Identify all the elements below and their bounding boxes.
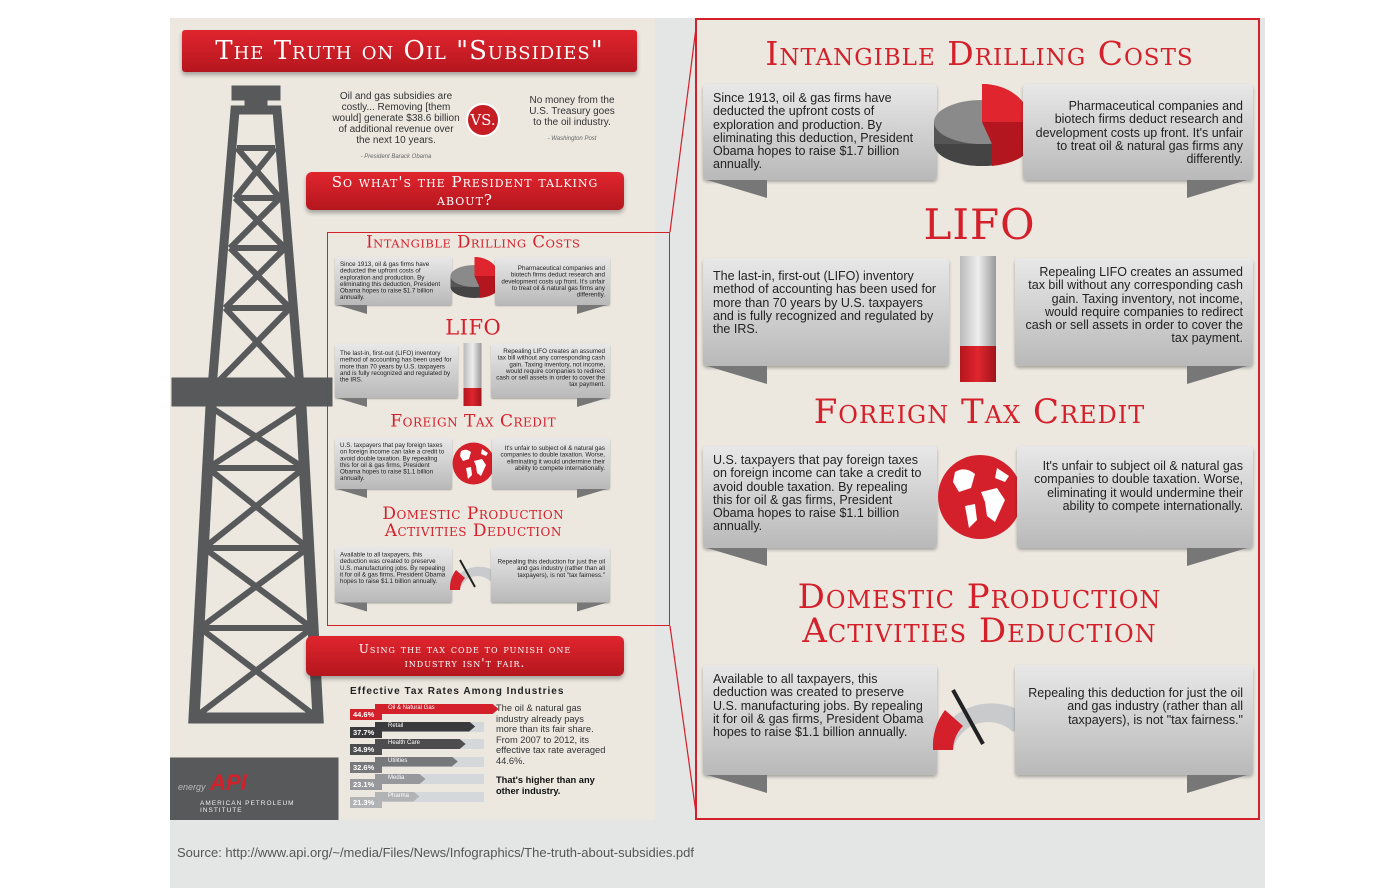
lifo-right-box: Repealing LIFO creates an assumed tax bi… — [1015, 258, 1253, 366]
quote-text: No money from the U.S. Treasury goes to … — [529, 95, 615, 128]
idc-left-box: Since 1913, oil & gas firms have deducte… — [335, 257, 452, 305]
thermometer-icon — [463, 343, 482, 406]
poster-left: energy API AMERICAN PETROLEUM INSTITUTE — [170, 18, 655, 820]
bar-label: Pharma — [388, 792, 410, 799]
lifo-right-box: Repealing LIFO creates an assumed tax bi… — [491, 344, 610, 398]
pie-chart-icon — [934, 84, 1031, 166]
bar-label: Utilities — [388, 757, 408, 764]
lifo-left-box: The last-in, first-out (LIFO) inventory … — [335, 344, 458, 398]
question-banner: So what's the President talking about? — [306, 172, 624, 210]
idc-title: Intangible Drilling Costs — [765, 34, 1194, 73]
bar-label: Oil & Natural Gas — [388, 705, 435, 711]
bar-value: 37.7% — [350, 726, 382, 738]
dpad-title-line2: Activities Deduction — [384, 520, 562, 541]
detail-content: Intangible Drilling Costs Since 1913, oi… — [697, 20, 1258, 818]
source-citation: Source: http://www.api.org/~/media/Files… — [177, 845, 694, 860]
ribbon-tail — [577, 305, 607, 314]
vs-text: VS. — [470, 111, 496, 129]
quote-obama: Oil and gas subsidies are costly... Remo… — [332, 91, 460, 163]
ribbon-tail — [707, 366, 767, 384]
fair-banner: Using the tax code to punish one industr… — [306, 636, 624, 676]
dpad-right-box: Repealing this deduction for just the oi… — [491, 547, 610, 603]
bar-value: 23.1% — [350, 779, 382, 790]
dpad-title: Domestic Production Activities Deduction — [332, 505, 615, 539]
idc-right-box: Pharmaceutical companies and biotech fir… — [1023, 84, 1253, 180]
globe-icon — [452, 442, 495, 485]
ribbon-tail — [337, 602, 367, 612]
ftc-right-box: It's unfair to subject oil & natural gas… — [492, 438, 610, 489]
bar — [375, 792, 419, 802]
poster-title: The Truth on Oil "Subsidies" — [215, 36, 604, 66]
ribbon-tail — [577, 398, 607, 407]
logo-mark: API — [209, 770, 247, 795]
ribbon-tail — [577, 489, 607, 498]
ribbon-tail — [1187, 775, 1247, 793]
quote-text: Oil and gas subsidies are costly... Remo… — [332, 91, 460, 146]
bar — [375, 739, 466, 749]
dpad-left-box: Available to all taxpayers, this deducti… — [335, 547, 452, 603]
ftc-left-box: U.S. taxpayers that pay foreign taxes on… — [703, 446, 937, 548]
dpad-left-box: Available to all taxpayers, this deducti… — [703, 665, 937, 775]
logo-org: AMERICAN PETROLEUM INSTITUTE — [200, 800, 295, 814]
bar-track — [380, 791, 484, 802]
bar — [375, 722, 475, 732]
idc-left-box: Since 1913, oil & gas firms have deducte… — [703, 84, 937, 180]
bar-value: 32.6% — [350, 761, 382, 773]
oil-derrick-icon — [170, 85, 339, 820]
gauge-icon — [449, 559, 500, 590]
ftc-title: Foreign Tax Credit — [390, 411, 557, 431]
gauge-icon — [932, 689, 1033, 750]
lifo-title: LIFO — [445, 315, 502, 340]
lifo-left-box: The last-in, first-out (LIFO) inventory … — [703, 258, 949, 366]
bar-track — [380, 774, 484, 784]
globe-icon — [938, 455, 1022, 539]
ftc-title: Foreign Tax Credit — [813, 392, 1146, 432]
logo-word: energy — [178, 782, 206, 792]
bar-value: 34.9% — [350, 744, 382, 755]
ribbon-tail — [1187, 180, 1247, 198]
lifo-title: LIFO — [923, 200, 1036, 249]
idc-title: Intangible Drilling Costs — [366, 232, 581, 252]
ribbon-tail — [1187, 366, 1247, 384]
ribbon-tail — [577, 602, 607, 612]
dpad-title-line1: Domestic Production — [797, 577, 1162, 617]
ftc-right-box: It's unfair to subject oil & natural gas… — [1017, 446, 1253, 548]
ribbon-tail — [707, 775, 767, 793]
dpad-title: Domestic Production Activities Deduction — [697, 577, 1258, 651]
ribbon-tail — [337, 489, 367, 498]
bar — [375, 774, 426, 784]
dpad-title-line1: Domestic Production — [382, 503, 565, 524]
api-logo: energy API AMERICAN PETROLEUM INSTITUTE — [178, 770, 338, 814]
bar-label: Retail — [388, 722, 404, 729]
poster-title-banner: The Truth on Oil "Subsidies" — [182, 30, 637, 72]
question-text: So what's the President talking about? — [331, 173, 599, 209]
mini-summary-box: Intangible Drilling Costs Since 1913, oi… — [327, 232, 670, 626]
dpad-right-box: Repealing this deduction for just the oi… — [1015, 665, 1253, 775]
bar-label: Media — [388, 775, 405, 781]
chart-side-text: The oil & natural gas industry already p… — [496, 703, 606, 766]
thermometer-icon — [960, 256, 996, 382]
bar-value: 21.3% — [350, 796, 382, 808]
quote-source: - President Barack Obama — [360, 154, 432, 160]
ribbon-tail — [337, 398, 367, 407]
bar — [375, 757, 458, 767]
ribbon-tail — [707, 548, 767, 566]
chart-title: Effective Tax Rates Among Industries — [350, 686, 565, 697]
quote-washington-post: No money from the U.S. Treasury goes to … — [528, 95, 616, 145]
ribbon-tail — [707, 180, 767, 198]
detail-panel: Intangible Drilling Costs Since 1913, oi… — [695, 18, 1260, 820]
bar-label: Health Care — [388, 740, 421, 746]
vs-badge: VS. — [466, 103, 500, 137]
dpad-title-line2: Activities Deduction — [802, 611, 1157, 651]
quote-source: - Washington Post — [547, 136, 597, 142]
bar-value: 44.6% — [350, 709, 382, 720]
bar — [375, 704, 499, 714]
pie-chart-icon — [450, 257, 499, 298]
idc-right-box: Pharmaceutical companies and biotech fir… — [495, 257, 610, 305]
chart-side-strong: That's higher than any other industry. — [496, 775, 595, 796]
ftc-left-box: U.S. taxpayers that pay foreign taxes on… — [335, 438, 452, 489]
ribbon-tail — [337, 305, 367, 314]
fair-banner-text: Using the tax code to punish one industr… — [358, 642, 572, 670]
ribbon-tail — [1187, 548, 1247, 566]
